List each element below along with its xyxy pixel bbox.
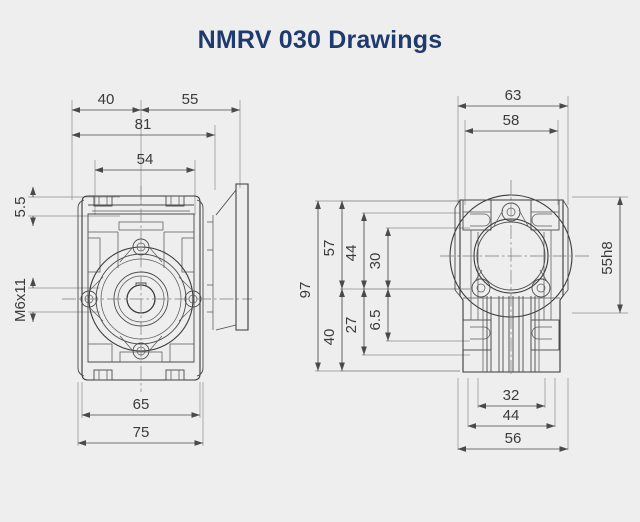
dimension-side-63-label: 63 <box>505 87 522 104</box>
front-view-extension-lines <box>28 100 241 446</box>
side-view-drawing: 63 58 97 57 40 44 27 <box>297 87 628 452</box>
dimension-side-57: 57 <box>321 200 345 289</box>
dimension-side-44-vertical-label: 44 <box>343 245 360 262</box>
dimension-side-44-vertical: 44 <box>343 212 367 289</box>
dimension-side-44-horizontal: 44 <box>467 407 555 429</box>
dimension-side-32: 32 <box>477 387 545 409</box>
dimension-side-56-label: 56 <box>505 430 522 447</box>
dimension-front-81-label: 81 <box>135 116 152 133</box>
front-view-drawing: 40 55 81 54 5.5 M6x11 <box>12 91 252 446</box>
dimension-front-65: 65 <box>81 396 200 418</box>
dimension-side-56: 56 <box>457 430 568 452</box>
dimension-side-63: 63 <box>457 87 568 109</box>
dimension-front-55: 55 <box>140 91 240 113</box>
dimension-front-75-label: 75 <box>133 424 150 441</box>
front-view-output-flange <box>207 183 249 331</box>
side-view-cooling-fins <box>482 296 540 372</box>
dimension-side-30: 30 <box>367 227 391 289</box>
dimension-front-m6x11-label: M6x11 <box>12 278 29 322</box>
dimension-front-75: 75 <box>77 424 203 446</box>
dimension-side-58: 58 <box>464 112 558 134</box>
dimension-front-5-5-label: 5.5 <box>12 197 29 218</box>
dimension-front-40-label: 40 <box>98 91 115 108</box>
dimension-side-55h8: 55h8 <box>599 196 623 313</box>
dimension-front-55-label: 55 <box>182 91 199 108</box>
dimension-side-30-label: 30 <box>367 253 384 270</box>
front-view-output-hub <box>62 186 252 392</box>
dimension-side-27: 27 <box>343 288 367 355</box>
page-title: NMRV 030 Drawings <box>197 26 443 54</box>
dimension-side-27-label: 27 <box>343 317 360 334</box>
dimension-front-54-label: 54 <box>137 151 154 168</box>
dimension-front-m6x11: M6x11 <box>12 277 36 322</box>
dimension-side-97: 97 <box>297 200 321 371</box>
dimension-side-32-label: 32 <box>503 387 520 404</box>
dimension-side-40-label: 40 <box>321 329 338 346</box>
dimension-front-40: 40 <box>71 91 141 113</box>
dimension-side-6-5-label: 6.5 <box>367 310 384 331</box>
side-view-extension-lines <box>315 96 628 450</box>
dimension-front-65-label: 65 <box>133 396 150 413</box>
dimension-front-5-5: 5.5 <box>12 186 36 226</box>
dimension-side-55h8-label: 55h8 <box>599 241 616 274</box>
dimension-side-6-5: 6.5 <box>367 288 391 341</box>
dimension-side-97-label: 97 <box>297 282 314 299</box>
dimension-front-81: 81 <box>71 116 215 138</box>
dimension-side-40: 40 <box>321 288 345 371</box>
dimension-side-44-horizontal-label: 44 <box>503 407 520 424</box>
dimension-side-58-label: 58 <box>503 112 520 129</box>
side-view-bore <box>440 180 590 375</box>
dimension-front-54: 54 <box>94 151 195 173</box>
dimension-side-57-label: 57 <box>321 240 338 257</box>
